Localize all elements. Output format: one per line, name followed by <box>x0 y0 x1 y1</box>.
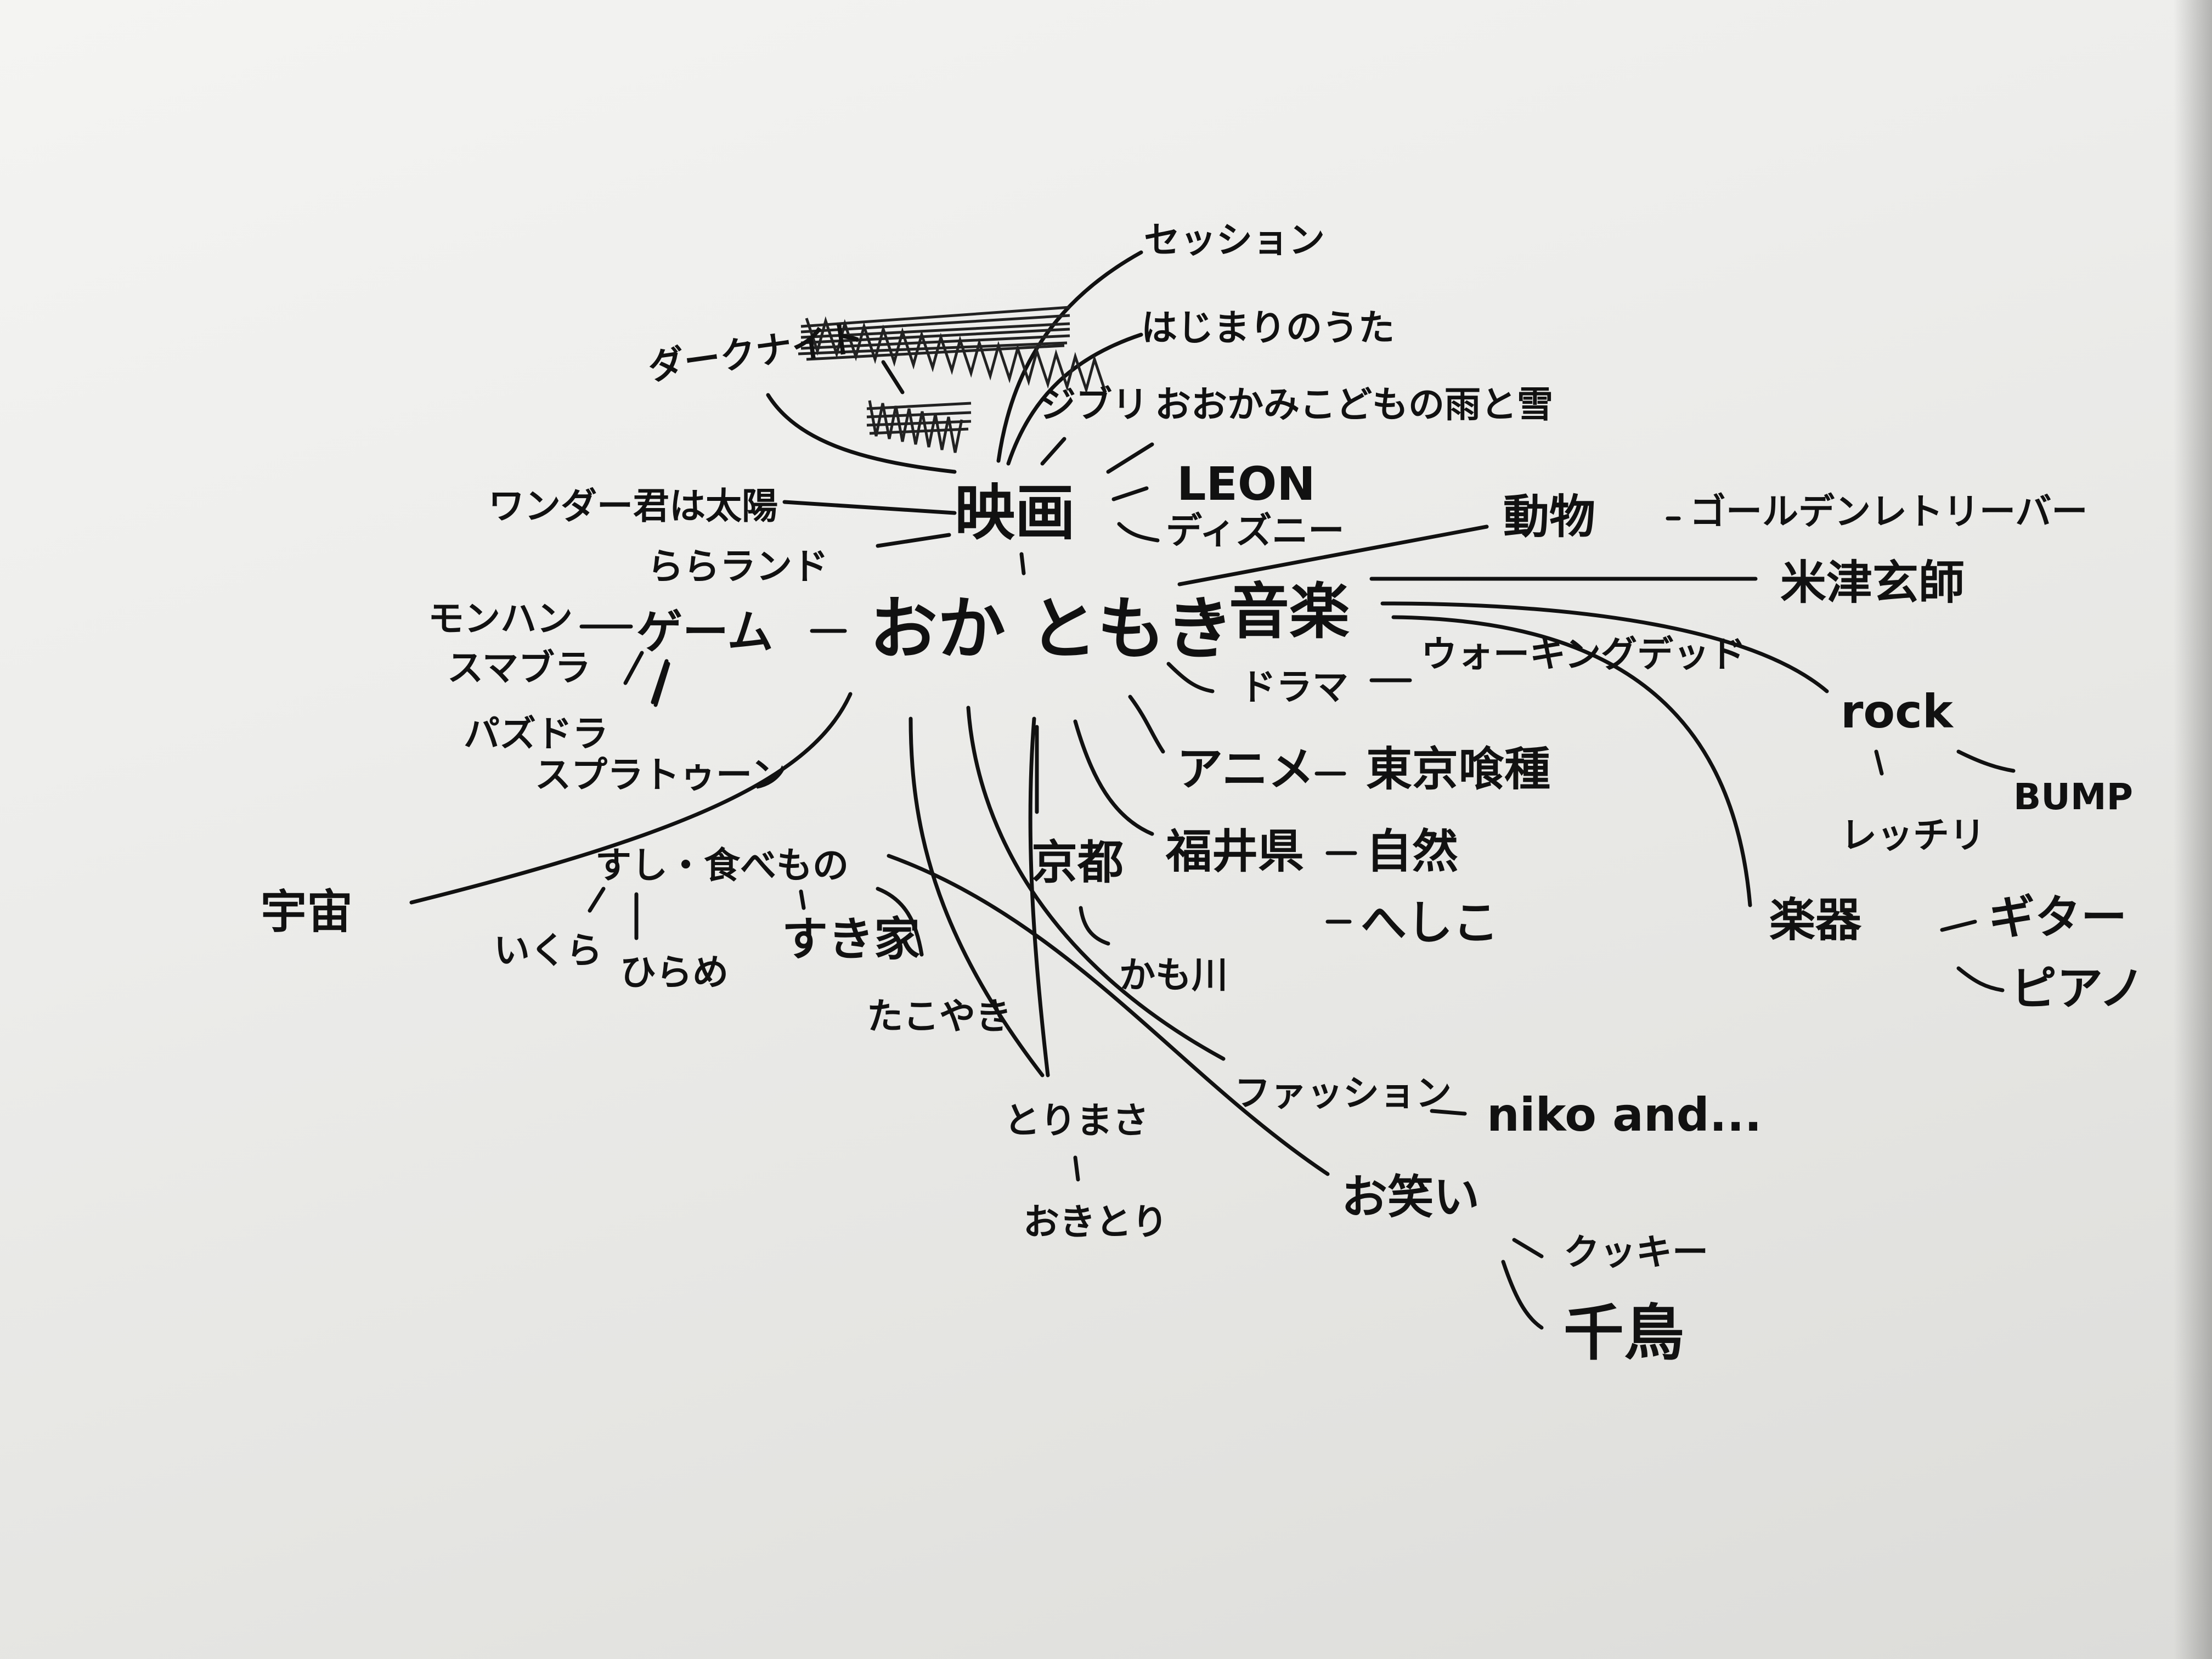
line-rock <box>1380 601 1829 693</box>
game-smabura: スマブラ <box>447 647 591 689</box>
animal-label: 動物 <box>1503 490 1596 544</box>
line-spla <box>653 662 670 707</box>
drama-walkingdead: ウォーキングデッド <box>1421 633 1746 675</box>
drama-label: ドラマ <box>1240 666 1348 708</box>
line-food <box>909 716 1045 1077</box>
fukui-shizen: 自然 <box>1366 825 1459 878</box>
comedy-cookie: クッキー <box>1564 1231 1708 1273</box>
page-edge-shadow <box>2174 0 2212 1659</box>
movie-wonder: ワンダー君は太陽 <box>488 485 778 527</box>
line-okitori-link <box>1028 716 1050 1077</box>
line-space <box>409 692 853 905</box>
music-rock: rock <box>1841 685 1953 738</box>
music-label: 音楽 <box>1229 577 1350 647</box>
center-name: おか ともき <box>870 590 1234 669</box>
movie-leon: LEON <box>1177 457 1316 511</box>
line-fukui <box>1073 719 1154 836</box>
line-anime <box>1128 695 1165 754</box>
kyoto-label: 京都 <box>1031 836 1124 889</box>
music-bump: BUMP <box>2013 776 2133 818</box>
line-ookami <box>1106 442 1154 474</box>
food-okitori: おきとり <box>1023 1201 1168 1243</box>
game-monhan: モンハン <box>428 597 573 640</box>
game-label: ゲーム <box>636 605 774 659</box>
food-label: すし・食べもの <box>595 844 849 887</box>
comedy-chidori: 千鳥 <box>1564 1298 1684 1368</box>
line-lalaland <box>876 533 951 548</box>
line-animal <box>1177 524 1489 586</box>
movie-ookami: おおかみこどもの雨と雪 <box>1155 383 1553 426</box>
line-guitar <box>1940 919 1977 932</box>
line-sukiya2 <box>876 887 924 957</box>
scribble-strike-2 <box>866 400 972 453</box>
anime-tokyoghoul: 東京喰種 <box>1366 742 1551 796</box>
line-comedy <box>887 854 1330 1176</box>
fashion-label: ファッション <box>1234 1072 1452 1114</box>
space-label: 宇宙 <box>261 885 353 939</box>
line-fashion <box>966 706 1226 1061</box>
movie-ghibli: ジブリ <box>1040 383 1148 426</box>
line-piano <box>1956 966 2005 992</box>
line-instrument <box>1391 615 1752 907</box>
food-sukiya: すき家 <box>782 912 921 966</box>
line-kamo <box>1079 906 1110 946</box>
line-torimasa <box>1073 1155 1080 1182</box>
kyoto-kamo: かも川 <box>1119 954 1228 996</box>
line-bump <box>1956 749 2016 773</box>
music-yonezu: 米津玄師 <box>1780 556 1965 610</box>
scribble-strike-1 <box>798 306 1107 394</box>
line-recchiri <box>1874 749 1884 776</box>
food-torimasa: とりまさ <box>1004 1099 1149 1142</box>
animal-golden: ゴールデンレトリーバー <box>1690 490 2088 533</box>
line-hajimari <box>1006 332 1143 466</box>
line-drama <box>1166 662 1215 693</box>
instrument-guitar: ギター <box>1989 890 2128 944</box>
line-wonder <box>782 500 957 515</box>
music-recchiri: レッチリ <box>1841 814 1985 856</box>
line-niko <box>1430 1109 1467 1116</box>
line-leon <box>1111 486 1149 501</box>
line-disney <box>1117 522 1160 543</box>
line-ikura <box>588 887 606 913</box>
food-ikura: いくら <box>494 929 602 972</box>
movies-label: 映画 <box>955 478 1075 548</box>
comedy-label: お笑い <box>1341 1170 1480 1224</box>
line-chidori <box>1501 1260 1544 1330</box>
game-spla: スプラトゥーン <box>535 754 787 796</box>
movie-hajimari: はじまりのうた <box>1141 307 1395 349</box>
line-darknight <box>766 393 957 474</box>
line-pazudora <box>651 659 669 704</box>
movie-session: セッション <box>1144 219 1325 261</box>
fashion-niko: niko and... <box>1487 1088 1762 1142</box>
line-ghibli <box>1040 437 1066 466</box>
food-takoyaki: たこやき <box>867 995 1012 1037</box>
line-sukiya <box>799 889 806 910</box>
food-hirame: ひらめ <box>620 951 729 994</box>
line-center-movies <box>1019 552 1026 575</box>
line-darknight-scratch-link <box>881 360 905 394</box>
fukui-label: 福井県 <box>1166 825 1305 878</box>
line-cookie <box>1512 1238 1544 1259</box>
movie-disney: ディズニー <box>1166 510 1345 552</box>
game-pazudora: パズドラ <box>464 713 608 755</box>
movie-lalaland: ららランド <box>647 545 828 588</box>
fukui-heshiko: へしこ <box>1361 896 1499 950</box>
line-smabura <box>623 651 644 685</box>
instrument-label: 楽器 <box>1769 893 1862 947</box>
instrument-piano: ピアノ <box>2011 962 2145 1015</box>
anime-label: アニメ <box>1177 742 1314 796</box>
